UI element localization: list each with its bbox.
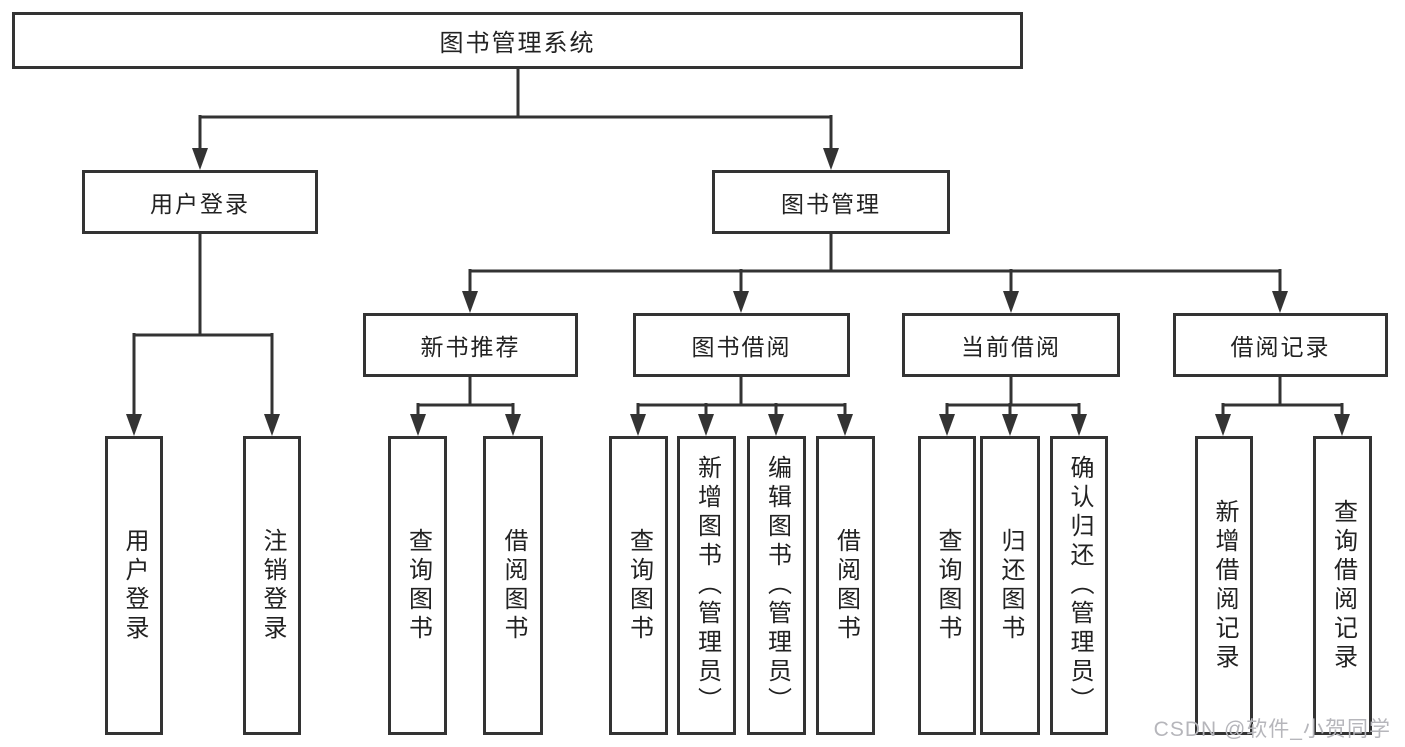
connector-root-to-level2 bbox=[192, 68, 839, 170]
node-new-book-recommend: 新书推荐 bbox=[363, 313, 578, 377]
node-book-management: 图书管理 bbox=[712, 170, 950, 234]
node-current-borrow: 当前借阅 bbox=[902, 313, 1120, 377]
connector-new-books-to-leaves bbox=[410, 377, 521, 436]
leaf-logout: 注销登录 bbox=[243, 436, 301, 735]
leaf-query-books-1: 查询图书 bbox=[388, 436, 447, 735]
leaf-add-books-admin: 新增图书（管理员） bbox=[677, 436, 736, 735]
connector-book-mgmt-to-level3 bbox=[462, 234, 1288, 313]
leaf-borrow-books-1: 借阅图书 bbox=[483, 436, 543, 735]
csdn-watermark: CSDN @软件_小贺同学 bbox=[1153, 718, 1391, 741]
node-user-login: 用户登录 bbox=[82, 170, 318, 234]
leaf-confirm-return-admin: 确认归还（管理员） bbox=[1050, 436, 1108, 735]
node-book-borrow: 图书借阅 bbox=[633, 313, 850, 377]
connector-current-borrow-to-leaves bbox=[939, 377, 1087, 436]
connector-user-login-to-leaves bbox=[126, 234, 280, 436]
leaf-borrow-books-2: 借阅图书 bbox=[816, 436, 875, 735]
connector-book-borrow-to-leaves bbox=[630, 377, 853, 436]
leaf-query-books-2: 查询图书 bbox=[609, 436, 668, 735]
node-root-system: 图书管理系统 bbox=[12, 12, 1023, 69]
leaf-edit-books-admin: 编辑图书（管理员） bbox=[747, 436, 806, 735]
leaf-user-login: 用户登录 bbox=[105, 436, 163, 735]
node-borrow-records: 借阅记录 bbox=[1173, 313, 1388, 377]
leaf-add-borrow-record: 新增借阅记录 bbox=[1195, 436, 1253, 735]
leaf-query-borrow-record: 查询借阅记录 bbox=[1313, 436, 1372, 735]
connector-borrow-records-to-leaves bbox=[1215, 377, 1350, 436]
leaf-query-books-3: 查询图书 bbox=[918, 436, 976, 735]
leaf-return-books: 归还图书 bbox=[980, 436, 1040, 735]
